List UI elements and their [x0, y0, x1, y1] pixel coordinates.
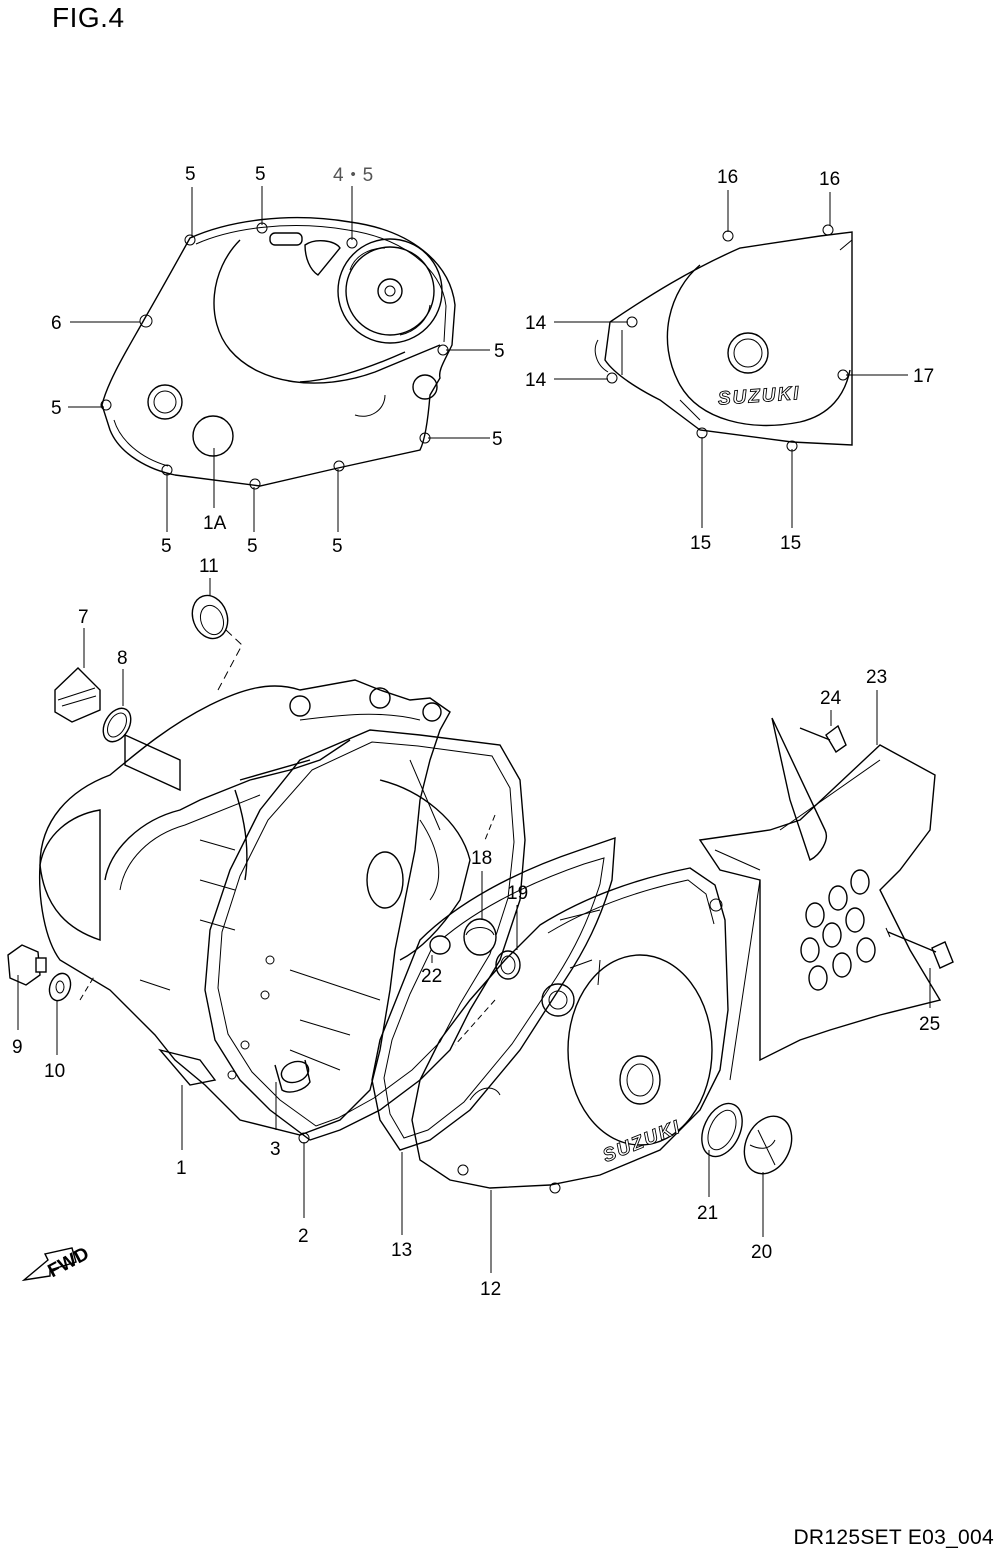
callout-5: 5: [185, 164, 196, 185]
crankcase-gasket: [204, 729, 526, 1144]
callout-14: 14: [525, 313, 547, 334]
callout-25: 25: [919, 1014, 940, 1035]
callout-12: 12: [480, 1279, 501, 1300]
callout-23: 23: [866, 667, 887, 688]
callout-21: 21: [697, 1203, 718, 1224]
callout-19: 19: [507, 883, 528, 904]
callout-8: 8: [117, 648, 128, 669]
cap-18: [463, 918, 497, 956]
callout-5: 5: [494, 341, 505, 362]
callout-24: 24: [820, 688, 842, 709]
callout-10: 10: [44, 1061, 65, 1082]
drain-bolt-9: [7, 944, 47, 986]
callout-5: 5: [247, 536, 258, 557]
bolt-24: [799, 724, 847, 754]
callout-15: 15: [690, 533, 711, 554]
brand-logo-bottom: SUZUKI: [600, 1117, 685, 1167]
dowel-pin: [274, 1059, 311, 1093]
callout-1A: 1A: [203, 513, 227, 534]
callout-18: 18: [471, 848, 492, 869]
dowel-22: [429, 935, 451, 955]
callout-leaders: [17, 186, 931, 1273]
plug-20: [743, 1115, 793, 1175]
document-code: DR125SET E03_004: [793, 1526, 994, 1549]
callout-labels: 5 5 4・5 6 5 5 5 1A 5 5 5 16 16 14 14 17 …: [12, 164, 940, 1300]
callout-5: 5: [332, 536, 343, 557]
gasket-washer-10: [48, 972, 72, 1002]
oil-filler-plug: [54, 667, 101, 723]
callout-5: 5: [161, 536, 172, 557]
forward-direction-arrow: FWD: [21, 1243, 93, 1282]
callout-1: 1: [176, 1158, 187, 1179]
callout-9: 9: [12, 1037, 23, 1058]
callout-6: 6: [51, 313, 62, 334]
callout-22: 22: [421, 966, 442, 987]
oil-seal-11: [191, 594, 229, 640]
figure-title: FIG.4: [52, 2, 125, 33]
crankcase-cover-inner: [38, 679, 451, 1136]
callout-15: 15: [780, 533, 801, 554]
brand-logo-top: SUZUKI: [717, 383, 801, 410]
callout-16: 16: [717, 167, 738, 188]
callout-20: 20: [751, 1242, 772, 1263]
callout-3: 3: [270, 1139, 281, 1160]
callout-2: 2: [298, 1226, 309, 1247]
callout-5: 5: [255, 164, 266, 185]
callout-4-5: 4・5: [333, 165, 373, 186]
callout-14: 14: [525, 370, 547, 391]
o-ring-21: [701, 1102, 743, 1158]
callout-5: 5: [51, 398, 62, 419]
callout-5: 5: [492, 429, 503, 450]
o-ring-19: [495, 950, 521, 980]
callout-11: 11: [199, 556, 219, 577]
o-ring-8: [102, 707, 132, 743]
bolt-25: [885, 927, 954, 969]
callout-7: 7: [78, 607, 89, 628]
callout-16: 16: [819, 169, 840, 190]
callout-17: 17: [913, 366, 934, 387]
magneto-cover-outer: SUZUKI: [594, 224, 853, 452]
engine-sprocket-guard: [698, 717, 942, 1081]
callout-13: 13: [391, 1240, 412, 1261]
clutch-cover-outer: [100, 216, 456, 490]
